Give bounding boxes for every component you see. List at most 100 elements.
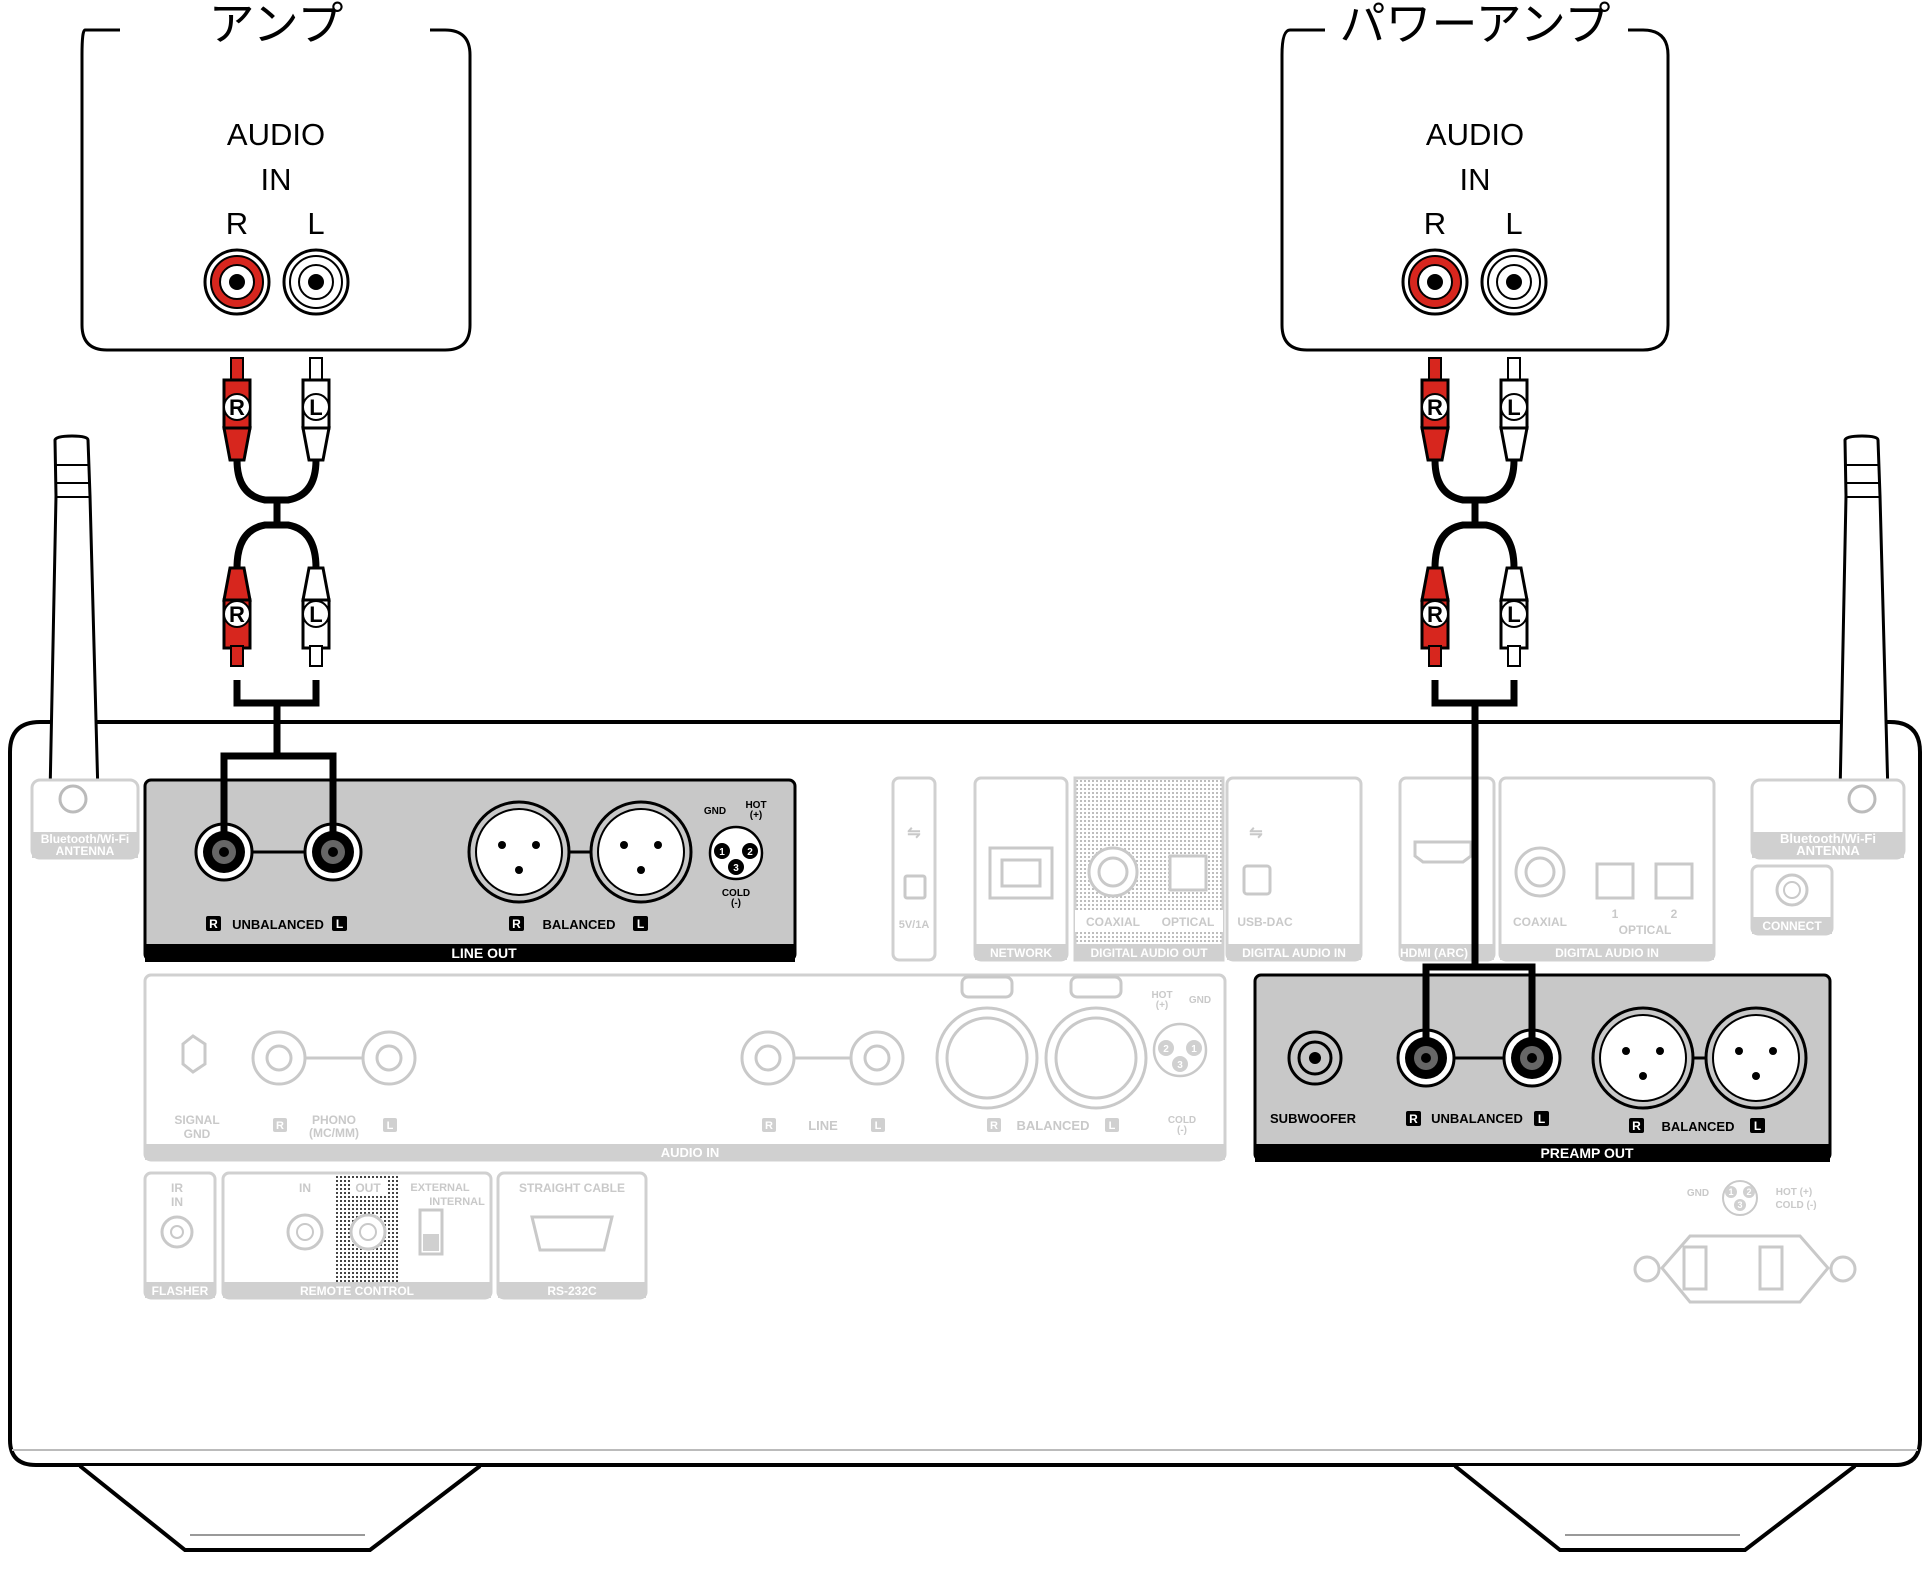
svg-text:R: R bbox=[1427, 395, 1443, 420]
cable-amp-to-line-out: R L R L bbox=[220, 357, 337, 838]
power-amp-rca-jack-r[interactable] bbox=[1401, 248, 1469, 316]
amp-audio-label: AUDIO bbox=[227, 117, 325, 152]
rs232c-label: RS-232C bbox=[547, 1284, 597, 1298]
amp-rca-jack-r[interactable] bbox=[203, 248, 271, 316]
line-out-unbalanced-label: UNBALANCED bbox=[232, 917, 324, 932]
power-amp-audio-label: AUDIO bbox=[1426, 117, 1524, 152]
amp-in-label: IN bbox=[261, 162, 292, 197]
connect-panel: CONNECT bbox=[1750, 864, 1834, 936]
phono-tag-r: R bbox=[276, 1120, 284, 1132]
subwoofer-label: SUBWOOFER bbox=[1270, 1111, 1357, 1126]
amp-r-label: R bbox=[226, 206, 248, 241]
digital-audio-out-label: DIGITAL AUDIO OUT bbox=[1090, 946, 1208, 960]
svg-text:1: 1 bbox=[1191, 1044, 1197, 1055]
preamp-unbalanced-label: UNBALANCED bbox=[1431, 1111, 1523, 1126]
line-out-xlr-pinout: GND HOT (+) 1 2 3 COLD (-) bbox=[704, 800, 767, 909]
usb-dac-icon: ⇋ bbox=[1249, 825, 1262, 842]
preamp-out-label: PREAMP OUT bbox=[1540, 1145, 1634, 1161]
ir-in-label: IN bbox=[171, 1195, 183, 1209]
power-amp-in-label: IN bbox=[1460, 162, 1491, 197]
preamp-unbalanced-r-jack[interactable] bbox=[1396, 1028, 1456, 1088]
optical-1-label: 1 bbox=[1612, 907, 1619, 921]
preamp-balanced-tag-r: R bbox=[1632, 1119, 1641, 1133]
optical-in-label: OPTICAL bbox=[1619, 923, 1672, 937]
line-out-tag-l: L bbox=[336, 917, 343, 931]
remote-control-panel: IN OUT EXTERNAL INTERNAL REMOTE CONTROL bbox=[221, 1171, 493, 1300]
svg-text:(-): (-) bbox=[1177, 1125, 1187, 1136]
preamp-tag-l: L bbox=[1538, 1112, 1545, 1126]
line-out-balanced-l-xlr[interactable] bbox=[589, 800, 693, 904]
line-out-unbalanced-l-jack[interactable] bbox=[303, 822, 363, 882]
amp-l-label: L bbox=[307, 206, 324, 241]
digital-audio-in-panel-2: COAXIAL 1 2 OPTICAL DIGITAL AUDIO IN bbox=[1498, 776, 1716, 962]
svg-text:L: L bbox=[1507, 602, 1520, 627]
svg-text:L: L bbox=[309, 602, 322, 627]
svg-text:L: L bbox=[309, 395, 322, 420]
usb-dac-label: USB-DAC bbox=[1237, 915, 1293, 929]
preamp-out-panel: PREAMP OUT SUBWOOFER R UNBALANCED L bbox=[1253, 973, 1832, 1162]
flasher-label: FLASHER bbox=[152, 1284, 209, 1298]
remote-control-label: REMOTE CONTROL bbox=[300, 1284, 414, 1298]
antenna-right: Bluetooth/Wi-Fi ANTENNA bbox=[1750, 434, 1906, 860]
balanced-in-tag-r: R bbox=[990, 1120, 998, 1132]
digital-audio-out-panel: COAXIAL OPTICAL DIGITAL AUDIO OUT bbox=[1073, 776, 1225, 962]
cable2-bottom-plug-l: L bbox=[1499, 566, 1529, 667]
digital-audio-in-label: DIGITAL AUDIO IN bbox=[1242, 946, 1346, 960]
line-in-tag-r: R bbox=[765, 1120, 773, 1132]
svg-text:(-): (-) bbox=[731, 898, 741, 909]
connect-label: CONNECT bbox=[1762, 919, 1822, 933]
cable1-top-plug-l: L bbox=[301, 357, 331, 462]
audio-in-panel: AUDIO IN SIGNAL GND R PHONO (MC/MM) L R … bbox=[143, 973, 1227, 1162]
straight-cable-label: STRAIGHT CABLE bbox=[519, 1181, 625, 1195]
preamp-balanced-r-xlr[interactable] bbox=[1591, 1006, 1695, 1110]
remote-out-label: OUT bbox=[355, 1181, 381, 1195]
balanced-in-label: BALANCED bbox=[1017, 1118, 1090, 1133]
svg-text:(+): (+) bbox=[1156, 1000, 1169, 1011]
svg-text:L: L bbox=[1507, 395, 1520, 420]
usb-dac-panel: ⇋ USB-DAC DIGITAL AUDIO IN bbox=[1225, 776, 1363, 962]
power-amp-title: パワーアンプ bbox=[1340, 0, 1611, 51]
antenna-left-label-1: Bluetooth/Wi-Fi bbox=[41, 832, 130, 846]
line-out-panel: LINE OUT R UNBALANCED L bbox=[143, 778, 797, 962]
preamp-balanced-l-xlr[interactable] bbox=[1704, 1006, 1808, 1110]
line-out-title: LINE OUT bbox=[451, 945, 517, 961]
line-out-tag-r: R bbox=[209, 917, 218, 931]
svg-text:3: 3 bbox=[1737, 1200, 1742, 1210]
line-in-label: LINE bbox=[808, 1118, 838, 1133]
coaxial-in-label: COAXIAL bbox=[1513, 915, 1567, 929]
optical-out-label: OPTICAL bbox=[1162, 915, 1215, 929]
subwoofer-jack[interactable] bbox=[1287, 1030, 1343, 1086]
power-amp-r-label: R bbox=[1424, 206, 1446, 241]
svg-text:HOT (+): HOT (+) bbox=[1776, 1187, 1812, 1198]
cable2-bottom-plug-r: R bbox=[1420, 566, 1450, 667]
optical-2-label: 2 bbox=[1671, 907, 1678, 921]
cable2-top-plug-r: R bbox=[1420, 357, 1450, 462]
signal-gnd-label-1: SIGNAL bbox=[174, 1113, 219, 1127]
line-out-balanced-r-xlr[interactable] bbox=[467, 800, 571, 904]
phono-sub-label: (MC/MM) bbox=[309, 1126, 359, 1140]
amp-title: アンプ bbox=[209, 0, 344, 51]
svg-text:2: 2 bbox=[747, 847, 753, 858]
line-in-tag-l: L bbox=[875, 1120, 882, 1132]
phono-tag-l: L bbox=[387, 1120, 394, 1132]
amp-rca-jack-l[interactable] bbox=[282, 248, 350, 316]
power-amp-rca-jack-l[interactable] bbox=[1480, 248, 1548, 316]
cable1-bottom-plug-r: R bbox=[222, 566, 252, 667]
line-out-balanced-tag-r: R bbox=[512, 917, 521, 931]
cable1-top-plug-r: R bbox=[222, 357, 252, 462]
internal-label: INTERNAL bbox=[429, 1196, 485, 1208]
svg-text:1: 1 bbox=[1728, 1187, 1733, 1197]
preamp-unbalanced-l-jack[interactable] bbox=[1502, 1028, 1562, 1088]
network-panel: NETWORK bbox=[973, 776, 1069, 962]
power-amp-l-label: L bbox=[1505, 206, 1522, 241]
svg-text:3: 3 bbox=[733, 863, 739, 874]
svg-text:(+): (+) bbox=[750, 810, 763, 821]
cable-power-amp-to-preamp-out: R L R L bbox=[1420, 357, 1536, 1044]
line-out-unbalanced-r-jack[interactable] bbox=[194, 822, 254, 882]
coaxial-out-label: COAXIAL bbox=[1086, 915, 1140, 929]
svg-text:1: 1 bbox=[719, 847, 725, 858]
usb-icon: ⇋ bbox=[907, 825, 920, 842]
svg-text:GND: GND bbox=[1189, 995, 1211, 1006]
balanced-in-tag-l: L bbox=[1109, 1120, 1116, 1132]
network-label: NETWORK bbox=[990, 946, 1052, 960]
